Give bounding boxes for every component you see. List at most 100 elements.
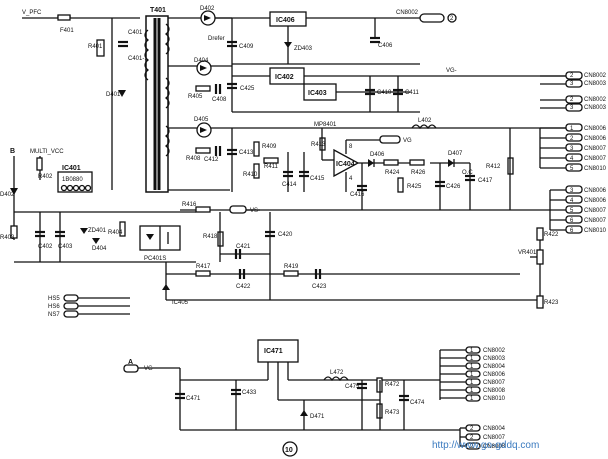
inductor-l402	[411, 124, 437, 130]
label-vs: VS	[250, 208, 258, 214]
svg-text:1: 1	[470, 388, 474, 394]
svg-text:NS7: NS7	[48, 312, 60, 318]
label-ic405: IC405	[172, 300, 189, 306]
label-c420: C420	[278, 232, 293, 238]
fuse-f401	[57, 14, 71, 21]
resistor-r422	[536, 227, 544, 241]
label-r416: R416	[182, 202, 197, 208]
svg-text:2: 2	[570, 97, 574, 103]
svg-text:CN8010: CN8010	[584, 228, 607, 234]
secondary-winding-2	[164, 77, 170, 109]
label-ic401-part: 1B0880	[62, 177, 83, 183]
resistor-r417	[195, 270, 211, 277]
svg-text:HS6: HS6	[48, 304, 60, 310]
svg-text:2: 2	[570, 73, 574, 79]
label-r419: R419	[284, 264, 299, 270]
svg-text:CN8007: CN8007	[584, 208, 607, 214]
svg-text:CN8007: CN8007	[483, 435, 506, 441]
label-d404: D404	[194, 58, 209, 64]
diode-d404b	[92, 238, 100, 244]
svg-text:CN8006: CN8006	[584, 198, 607, 204]
label-d471: D471	[310, 414, 325, 420]
label-r472: R472	[385, 382, 400, 388]
svg-text:1: 1	[570, 126, 574, 132]
label-c474: C474	[410, 400, 425, 406]
label-c433: C433	[242, 390, 257, 396]
connector-group-6: 2 2 2 CN8004 CN8007 CN8008	[459, 424, 506, 450]
svg-text:CN8006: CN8006	[584, 188, 607, 194]
svg-text:3: 3	[570, 81, 574, 87]
label-r404: R404	[108, 230, 123, 236]
resistor-r401	[96, 39, 105, 57]
diode-d405-symbol	[200, 127, 207, 133]
page-number-circle	[282, 441, 298, 457]
label-r417: R417	[196, 264, 211, 270]
label-ic404: IC404	[336, 161, 355, 168]
label-c401-1: C401-1	[128, 56, 148, 62]
svg-text:4: 4	[570, 198, 574, 204]
label-r423: R423	[544, 300, 559, 306]
label-d402b: D402	[0, 192, 15, 198]
svg-text:2: 2	[470, 435, 474, 441]
label-r402: R402	[38, 174, 53, 180]
label-c411: C411	[405, 90, 420, 96]
label-c402: C402	[38, 244, 53, 250]
label-c475: C475	[345, 384, 360, 390]
label-d401: D401	[106, 92, 121, 98]
svg-text:3: 3	[570, 105, 574, 111]
label-c413: C413	[239, 150, 254, 156]
svg-text:CN8003: CN8003	[483, 356, 506, 362]
label-c415: C415	[310, 176, 325, 182]
label-c471: C471	[186, 396, 201, 402]
secondary-winding-3	[164, 125, 170, 157]
svg-text:CN8003: CN8003	[584, 105, 607, 111]
resistor-r410	[253, 163, 260, 179]
watermark-url: http://www.go-gddq.com	[432, 440, 539, 451]
label-vg-minus: VG-	[446, 68, 457, 74]
svg-text:2: 2	[470, 426, 474, 432]
svg-text:CN8002: CN8002	[584, 73, 607, 79]
label-c425: C425	[240, 86, 255, 92]
connector-vg	[379, 135, 401, 144]
svg-text:CN8003: CN8003	[584, 81, 607, 87]
label-d402: D402	[200, 6, 215, 12]
connector-group-3: 1 2 3 4 5 CN8006 CN8006 CN8007 CN8007 CN…	[539, 123, 607, 172]
svg-text:CN8007: CN8007	[584, 156, 607, 162]
label-cn8002-top: CN8002	[396, 10, 419, 16]
resistor-r404	[119, 221, 126, 237]
svg-text:CN8004: CN8004	[483, 426, 506, 432]
svg-text:CN8004: CN8004	[483, 364, 506, 370]
secondary-winding-1	[164, 23, 170, 55]
label-l472: L472	[330, 370, 344, 376]
resistor-r402	[36, 157, 43, 171]
diode-d402-symbol	[204, 15, 211, 21]
svg-text:CN8008: CN8008	[483, 388, 506, 394]
svg-text:5: 5	[570, 166, 574, 172]
label-c421: C421	[236, 244, 251, 250]
opamp-ic404	[333, 148, 360, 178]
label-r409: R409	[262, 144, 277, 150]
svg-text:6: 6	[570, 218, 574, 224]
label-r418: R418	[203, 234, 218, 240]
svg-text:CN8007: CN8007	[483, 380, 506, 386]
svg-text:3: 3	[570, 146, 574, 152]
label-r405: R405	[188, 94, 203, 100]
connector-group-1: 2 3 CN8002 CN8003	[540, 71, 607, 88]
label-drefer: Drefer	[208, 36, 225, 42]
svg-text:1: 1	[470, 348, 474, 354]
label-d407: D407	[448, 151, 463, 157]
label-mp8401: MP8401	[314, 122, 337, 128]
resistor-r416	[195, 206, 211, 213]
label-zd403: ZD403	[294, 46, 313, 52]
label-c423: C423	[312, 284, 327, 290]
connector-group-5: 1 1 1 1 1 1 1 CN8002 CN8003 CN8004 CN800…	[439, 346, 506, 402]
label-r422: R422	[544, 232, 559, 238]
label-v-pfc: V_PFC	[22, 10, 42, 16]
diode-d407	[448, 159, 454, 167]
resistor-r419	[283, 270, 299, 277]
resistor-r424	[383, 159, 399, 166]
label-c414: C414	[282, 182, 297, 188]
label-ic402: IC402	[275, 74, 294, 81]
label-d405: D405	[194, 117, 209, 123]
